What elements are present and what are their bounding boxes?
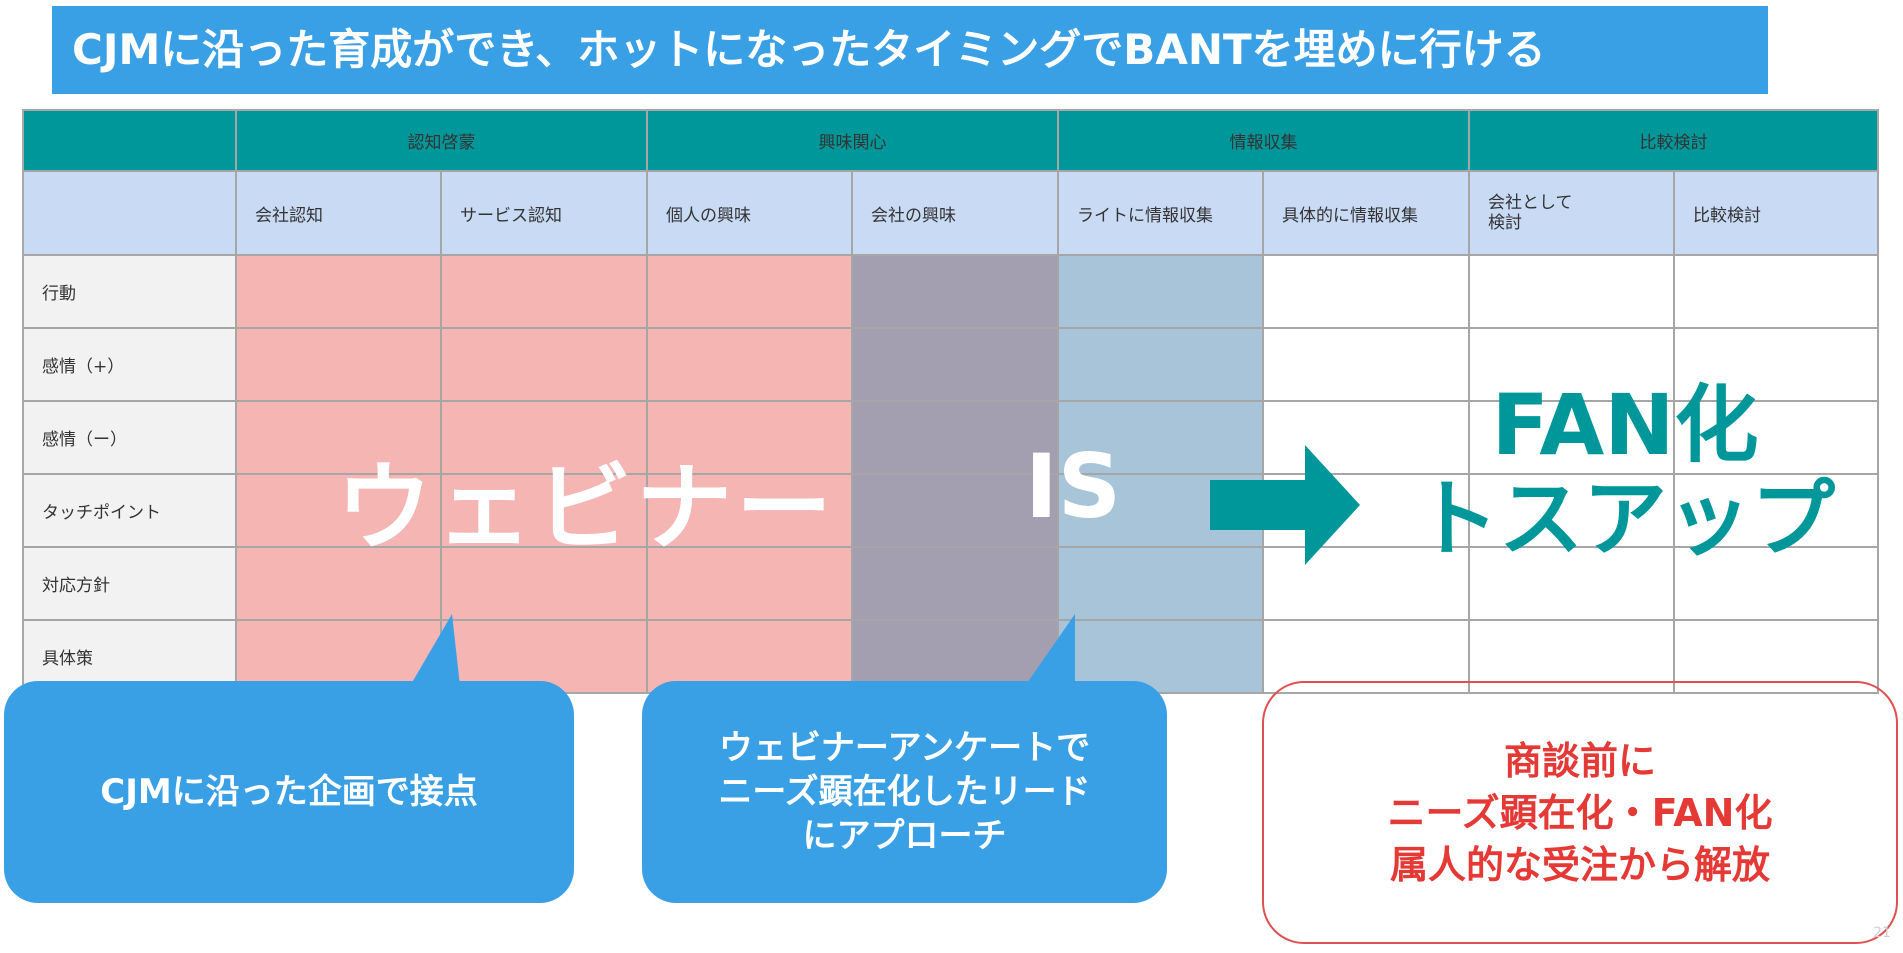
table-cell (851, 473, 1059, 548)
table-cell (1262, 546, 1470, 621)
stage-header: 認知啓蒙 (235, 109, 648, 172)
table-cell (440, 327, 648, 402)
table-cell (1057, 327, 1264, 402)
table-cell (1673, 254, 1879, 329)
table-cell (1468, 254, 1675, 329)
table-cell (646, 254, 853, 329)
table-cell (1673, 327, 1879, 402)
sub-stage-cell: 会社認知 (235, 170, 442, 256)
table-cell (1262, 327, 1470, 402)
stage-header: 比較検討 (1468, 109, 1879, 172)
slide-title: CJMに沿った育成ができ、ホットになったタイミングでBANTを埋めに行ける (52, 6, 1768, 94)
table-cell (646, 546, 853, 621)
bubble-2-line: ニーズ顕在化したリード (718, 772, 1091, 812)
table-cell (1057, 400, 1264, 475)
table-cell (1262, 254, 1470, 329)
table-cell (1673, 546, 1879, 621)
stage-header-row: 認知啓蒙 興味関心 情報収集 比較検討 (22, 109, 1879, 172)
sub-stage-cell: 会社として 検討 (1468, 170, 1675, 256)
stage-header: 情報収集 (1057, 109, 1470, 172)
table-cell (1468, 546, 1675, 621)
customer-journey-map-table: 認知啓蒙 興味関心 情報収集 比較検討 会社認知 サービス認知 個人の興味 会社… (22, 109, 1879, 694)
table-cell (851, 327, 1059, 402)
table-cell (1262, 400, 1470, 475)
webinar-survey-callout-bubble: ウェビナーアンケートで ニーズ顕在化したリード にアプローチ (642, 681, 1167, 903)
table-cell (235, 473, 442, 548)
sub-stage-cell: 比較検討 (1673, 170, 1879, 256)
sub-corner-cell (22, 170, 237, 256)
table-cell (235, 400, 442, 475)
table-cell (1468, 473, 1675, 548)
table-cell (235, 546, 442, 621)
bubble-1-text: CJMに沿った企画で接点 (100, 772, 478, 812)
page-number: 21 (1873, 925, 1891, 941)
table-cell (851, 546, 1059, 621)
table-cell (1673, 400, 1879, 475)
fan-label: FAN化 (1491, 376, 1759, 474)
table-cell (851, 400, 1059, 475)
row-label: タッチポイント (22, 473, 237, 548)
red-box-line: 商談前に (1503, 738, 1656, 783)
table-cell (235, 254, 442, 329)
table-cell (851, 254, 1059, 329)
sub-stage-row: 会社認知 サービス認知 個人の興味 会社の興味 ライトに情報収集 具体的に情報収… (22, 170, 1879, 256)
bubble-2-line: にアプローチ (802, 816, 1007, 856)
corner-cell (22, 109, 237, 172)
row-label: 対応方針 (22, 546, 237, 621)
table-cell (440, 473, 648, 548)
fan-tossup-label: FAN化 トスアップ (1395, 378, 1855, 566)
cjm-callout-bubble: CJMに沿った企画で接点 (4, 681, 574, 903)
row-label: 感情（ー） (22, 400, 237, 475)
webinar-overlay-label: ウェビナー (336, 452, 836, 564)
sub-stage-cell: ライトに情報収集 (1057, 170, 1264, 256)
table-cell (1468, 327, 1675, 402)
bubble-1-tail (410, 614, 460, 686)
table-row: タッチポイント (22, 473, 1879, 548)
red-box-line: 属人的な受注から解放 (1389, 842, 1770, 887)
sub-stage-cell: サービス認知 (440, 170, 648, 256)
table-cell (440, 254, 648, 329)
table-cell (646, 327, 853, 402)
table-row: 行動 (22, 254, 1879, 329)
result-callout-box: 商談前に ニーズ顕在化・FAN化 属人的な受注から解放 (1262, 681, 1898, 944)
table-cell (646, 473, 853, 548)
is-overlay-label: IS (1025, 435, 1122, 538)
table-row: 感情（ー） (22, 400, 1879, 475)
table-row: 対応方針 (22, 546, 1879, 621)
row-label: 感情（+） (22, 327, 237, 402)
row-label: 行動 (22, 254, 237, 329)
sub-stage-cell: 会社の興味 (851, 170, 1059, 256)
sub-stage-cell: 具体的に情報収集 (1262, 170, 1470, 256)
table-row: 感情（+） (22, 327, 1879, 402)
sub-stage-cell: 個人の興味 (646, 170, 853, 256)
right-arrow-icon (1210, 445, 1360, 565)
table-cell (646, 400, 853, 475)
tossup-label: トスアップ (1414, 470, 1835, 568)
table-cell (235, 327, 442, 402)
bubble-2-tail (1025, 614, 1075, 686)
stage-header: 興味関心 (646, 109, 1059, 172)
table-cell (1057, 254, 1264, 329)
bubble-2-line: ウェビナーアンケートで (718, 728, 1091, 768)
table-cell (1468, 400, 1675, 475)
table-cell (1057, 546, 1264, 621)
red-box-line: ニーズ顕在化・FAN化 (1387, 790, 1773, 835)
table-cell (440, 400, 648, 475)
table-cell (440, 546, 648, 621)
table-cell (1673, 473, 1879, 548)
